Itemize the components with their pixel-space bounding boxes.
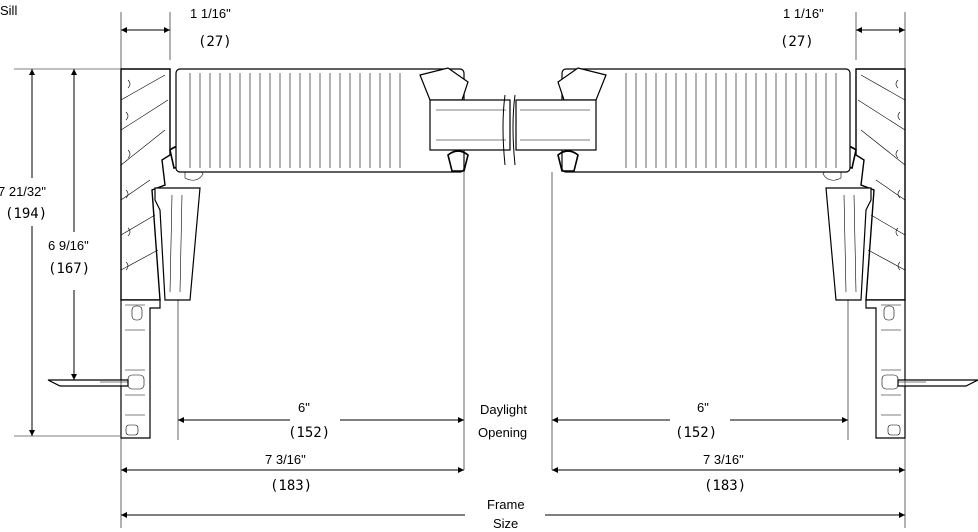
dim-left-daylight-inch: 6" <box>298 400 310 415</box>
frame-size-label-line1: Frame <box>487 497 525 512</box>
dim-right-top-inch: 1 1/16" <box>783 6 824 21</box>
drawing-title: Sill <box>0 3 17 18</box>
dim-right-daylight-inch: 6" <box>697 400 709 415</box>
dim-left-daylight-mm: (152) <box>288 425 330 441</box>
extension-lines <box>14 12 906 528</box>
dim-inner-height-inch: 6 9/16" <box>48 238 89 253</box>
dim-right-daylight-mm: (152) <box>675 425 717 441</box>
dim-overall-height-mm: (194) <box>5 206 47 222</box>
frame-size-label-line2: Size <box>493 516 518 531</box>
dim-left-top-mm: (27) <box>198 34 232 50</box>
dim-right-top-mm: (27) <box>780 34 814 50</box>
dim-left-width-mm: (183) <box>270 478 312 494</box>
dim-left-top-inch: 1 1/16" <box>190 6 231 21</box>
dim-right-width-mm: (183) <box>704 478 746 494</box>
break-line <box>502 94 516 166</box>
dim-inner-height-mm: (167) <box>48 261 90 277</box>
dim-overall-height-inch: 7 21/32" <box>0 184 46 199</box>
dimension-lines <box>29 27 905 518</box>
daylight-label-line1: Daylight <box>480 402 527 417</box>
dim-left-width-inch: 7 3/16" <box>265 452 306 467</box>
daylight-label-line2: Opening <box>478 425 527 440</box>
left-frame-section <box>47 67 511 439</box>
right-frame-section <box>515 67 978 439</box>
dim-right-width-inch: 7 3/16" <box>703 452 744 467</box>
